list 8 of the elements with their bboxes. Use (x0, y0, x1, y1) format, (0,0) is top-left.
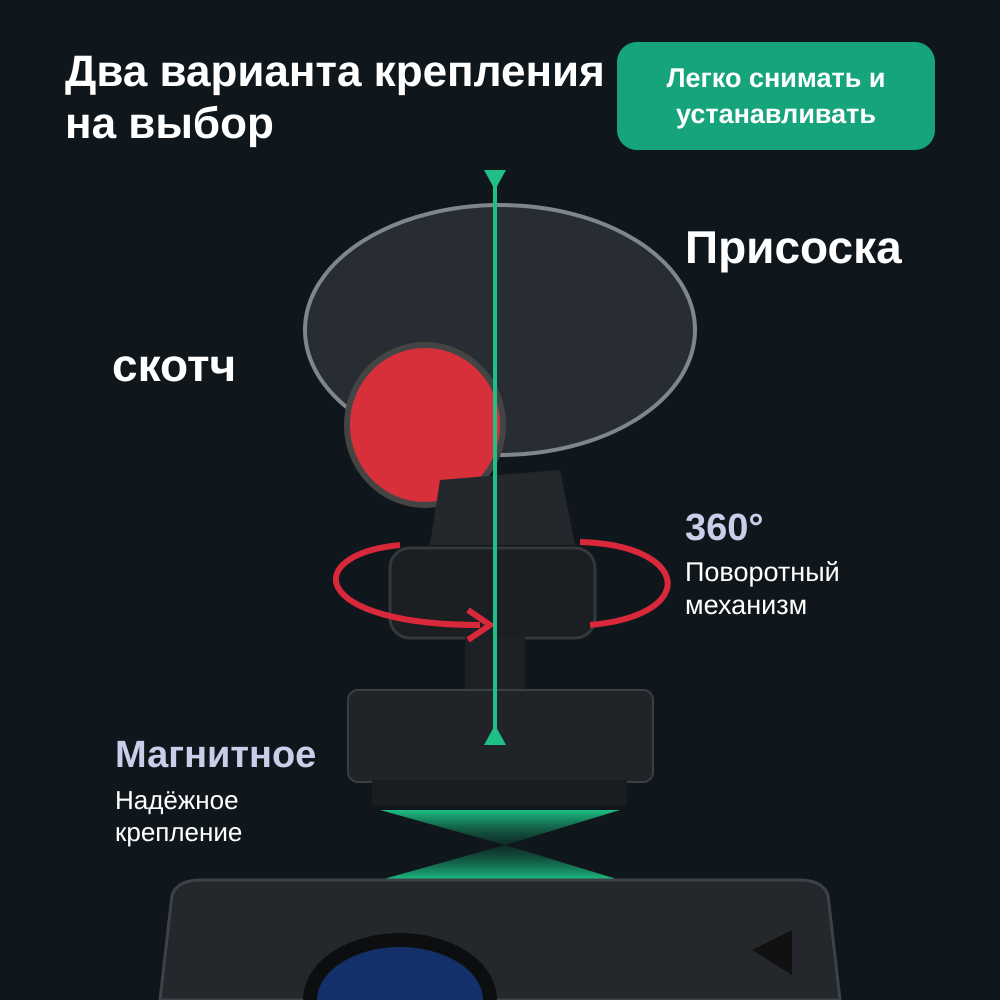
page-title: Два варианта крепления на выбор (65, 46, 605, 150)
feature-badge: Легко снимать и устанавливать (617, 42, 935, 150)
rotation-angle-label: 360° (685, 506, 765, 550)
mount-type-label: Магнитное (115, 733, 318, 777)
mount-type-label: Присоска (685, 220, 903, 274)
mount-type-label: скотч (112, 338, 238, 392)
feature-description: Надёжное крепление (115, 784, 244, 848)
feature-description: Поворотный механизм (685, 556, 841, 622)
